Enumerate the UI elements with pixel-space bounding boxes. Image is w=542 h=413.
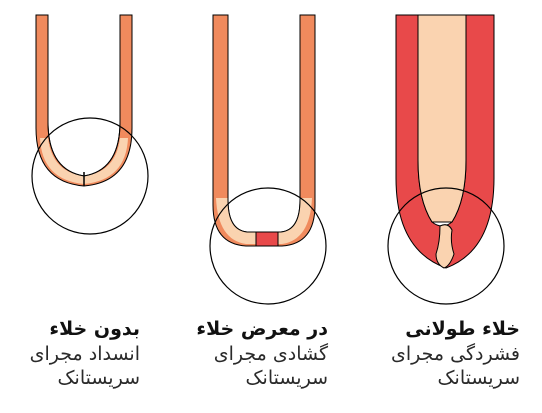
teat-no-vacuum [32,15,148,234]
caption-title: بدون خلاء [0,316,140,342]
caption-line-1: گشادی مجرای [188,342,328,366]
caption-long-vacuum: خلاء طولانی فشردگی مجرای سریستانک [380,316,520,390]
teat-moderate-vacuum [210,15,326,304]
teat-long-vacuum [388,15,504,304]
open-canal [256,232,278,246]
teat-wall-light [418,15,466,222]
caption-title: در معرض خلاء [188,316,328,342]
caption-line-1: فشردگی مجرای [380,342,520,366]
caption-no-vacuum: بدون خلاء انسداد مجرای سریستانک [0,316,140,390]
caption-line-2: سریستانک [380,366,520,390]
teat-wall-inner-edge [228,15,300,232]
caption-line-2: سریستانک [188,366,328,390]
caption-line-1: انسداد مجرای [0,342,140,366]
caption-title: خلاء طولانی [380,316,520,342]
caption-moderate-vacuum: در معرض خلاء گشادی مجرای سریستانک [188,316,328,390]
caption-line-2: سریستانک [0,366,140,390]
